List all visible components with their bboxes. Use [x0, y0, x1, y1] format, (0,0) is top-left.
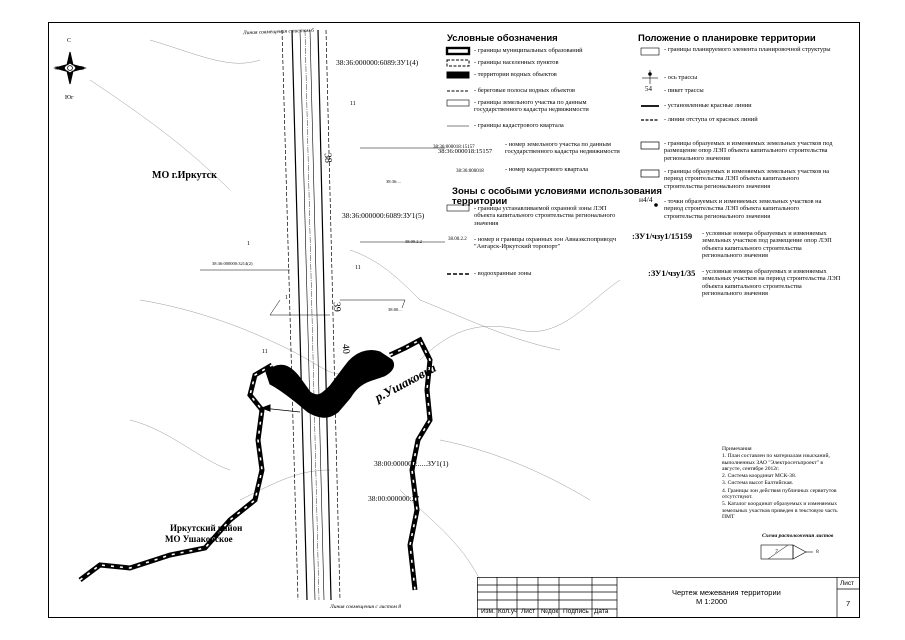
boundary-label-bottom: Линия совмещения с листом 8 — [330, 604, 401, 610]
stamp-header-izm: Изм. — [481, 608, 495, 615]
river-ushakovka — [265, 350, 395, 418]
picket-label-1b: 1 — [247, 241, 250, 247]
stamp-sheet-number: 7 — [846, 599, 851, 608]
stamp-header-data: Дата — [594, 608, 609, 615]
notes-block: Примечания 1. План составлен по материал… — [722, 446, 842, 522]
compass-west: З — [55, 66, 59, 72]
stamp-header-podpis: Подпись — [563, 608, 589, 615]
legend-conv-sample-1: 38:36:000018:15157 — [433, 145, 475, 150]
legend-conv-item-7: - номер земельного участка по данным гос… — [505, 141, 620, 156]
picket-label-40: 40 — [339, 343, 352, 355]
small-label-3: 38.00.2.2 — [405, 239, 422, 244]
title-block — [477, 577, 860, 618]
drawing-frame — [48, 22, 860, 618]
legend-symbols-planning — [640, 47, 660, 207]
scheme-sheet-next: 8 — [816, 549, 819, 555]
power-line-corridor — [281, 29, 341, 601]
compass-north: С — [67, 38, 72, 44]
contour-lines — [89, 39, 621, 581]
river-flow-arrow — [260, 404, 301, 413]
legend-symbols-conventional — [445, 46, 471, 127]
legend-zones-title-2: территории — [452, 196, 508, 207]
compass-rose — [53, 51, 87, 85]
small-label-4: 38:00... — [388, 307, 402, 312]
notes-title: Примечания — [722, 446, 752, 452]
legend-plan-item-7: - границы образуемых и изменяемых земель… — [664, 168, 830, 190]
legend-conventional-title: Условные обозначения — [447, 33, 558, 44]
label-municipality-irkutsk: МО г.Иркутск — [152, 170, 217, 181]
compass-south: Юг — [65, 95, 74, 101]
note-4: 4. Границы зон действия публичных сервит… — [722, 487, 837, 501]
legend-plan-item-10: - условные номера образуемых и изменяемы… — [702, 268, 841, 298]
legend-plan-item-3: - пикет трассы — [664, 87, 704, 94]
legend-zone-item-3: - водоохранные зоны — [474, 270, 532, 277]
legend-conv-item-1: - границы муниципальных образований — [474, 47, 583, 54]
legend-plan-item-1: - границы планируемого элемента планиров… — [664, 46, 831, 53]
legend-plan-item-9: - условные номера образуемых и изменяемы… — [702, 230, 832, 260]
legend-zone-code: 38.00.2.2 — [448, 237, 467, 242]
stamp-header-list: Лист — [521, 608, 536, 615]
parcel-label-2: 38:36:000018:15157 — [438, 148, 493, 155]
picket-label-1a: 1 — [285, 295, 288, 301]
picket-label-11a: 11 — [350, 101, 356, 107]
sheet-layout-scheme — [760, 544, 813, 560]
legend-conv-item-8: - номер кадастрового квартала — [505, 166, 589, 173]
picket-label-38: 38 — [321, 152, 334, 164]
legend-conv-item-4: - береговые полосы водных объектов — [474, 87, 576, 94]
cadastral-boundaries — [200, 147, 445, 316]
parcel-label-3: 38:36:000000:6089:ЗУ1(5) — [342, 211, 425, 220]
note-2: 2. Система координат МСК-38. — [722, 473, 797, 480]
scheme-sheet-current: 7 — [775, 549, 778, 555]
compass-east: В — [80, 66, 85, 72]
picket-label-11c: 11 — [262, 349, 268, 355]
small-label-2: 38:36:... — [386, 179, 401, 184]
small-label-1: 38:36:000000:3214(2) — [212, 261, 253, 266]
note-5: 5. Каталог координат образуемых и изменя… — [722, 501, 838, 521]
parcel-label-1: 38:36:000000:6089:ЗУ1(4) — [336, 58, 419, 67]
stamp-title-line1: Чертеж межевания территории — [672, 588, 781, 597]
legend-plan-item-4: - установленные красные линии — [664, 102, 752, 109]
legend-conv-item-6: - границы кадастрового квартала — [474, 122, 564, 129]
legend-conv-item-3: - территории водных объектов — [474, 71, 557, 78]
legend-plan-picket-sample: 54 — [645, 85, 652, 93]
legend-zone-item-2: - номер и границы охранных зон Авиаэкспо… — [474, 236, 617, 251]
parcel-label-5: 38:00:000000:27 — [368, 494, 420, 503]
legend-conv-item-5: - границы земельного участка по данным г… — [474, 99, 589, 114]
label-district-line2: МО Ушаковское — [165, 534, 233, 544]
legend-planning-title: Положение о планировке территории — [638, 33, 816, 44]
label-district-line1: Иркутский район — [170, 523, 243, 533]
legend-zone-item-1: - границы устанавливаемой охранной зоны … — [474, 205, 616, 227]
picket-label-39: 39 — [330, 301, 343, 313]
picket-label-11b: 11 — [355, 265, 361, 271]
legend-plan-code-1: :ЗУ1/чзу1/15159 — [632, 231, 693, 241]
stamp-header-ndok: №док — [541, 608, 559, 615]
legend-plan-code-2: :ЗУ1/чзу1/35 — [648, 268, 696, 278]
legend-zones-title-1: Зоны с особыми условиями использования — [452, 186, 662, 197]
legend-plan-item-2: - ось трассы — [664, 74, 698, 81]
legend-plan-item-6: - границы образуемых и изменяемых земель… — [664, 140, 833, 162]
parcel-label-4: 38:00:000000:.....ЗУ1(1) — [374, 459, 449, 468]
scheme-title: Схема расположения листов — [762, 533, 834, 539]
legend-plan-point-sample: н4/4 — [639, 195, 653, 204]
legend-plan-item-5: - линии отступа от красных линий — [664, 116, 758, 123]
legend-symbols-zones — [446, 204, 470, 275]
note-1: 1. План составлен по материалам изыскани… — [722, 453, 830, 473]
stamp-title-line2: М 1:2000 — [696, 597, 728, 606]
municipal-border-teeth — [79, 338, 431, 591]
legend-conv-item-2: - границы населенных пунктов — [474, 59, 559, 66]
stamp-header-koluch: Кол.уч — [498, 608, 518, 615]
legend-plan-item-8: - точки образуемых и изменяемых земельны… — [664, 198, 822, 220]
legend-conv-sample-2: 38:36:000018 — [456, 169, 484, 174]
stamp-sheet-label: Лист — [840, 580, 855, 587]
note-3: 3. Система высот Балтийская. — [722, 480, 794, 487]
